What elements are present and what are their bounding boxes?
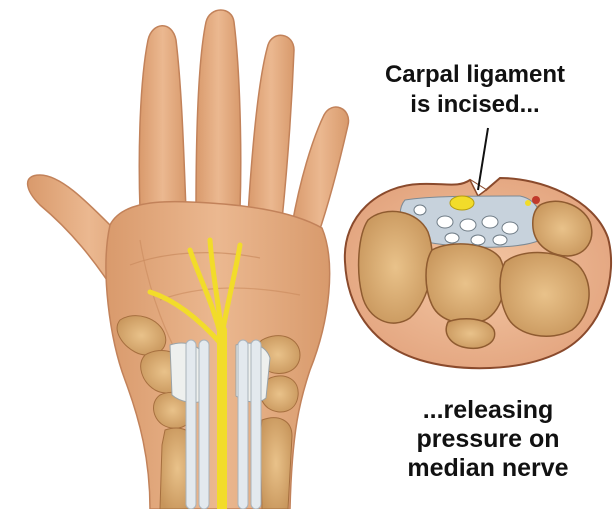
release-caption-line-3: median nerve — [368, 454, 608, 483]
little-finger — [292, 107, 349, 235]
section-bone — [426, 244, 505, 324]
section-vessel — [525, 200, 531, 206]
wrist-cross-section — [345, 178, 611, 368]
section-tendon — [493, 235, 507, 245]
middle-finger — [196, 10, 241, 210]
section-tendon — [460, 219, 476, 231]
ligament-caption-line-2: is incised... — [350, 90, 600, 120]
section-tendon — [414, 205, 426, 215]
index-finger — [139, 26, 186, 210]
section-tendon — [482, 216, 498, 228]
release-caption-line-2: pressure on — [368, 425, 608, 454]
section-vessel — [532, 196, 540, 204]
ligament-caption-line-1: Carpal ligament — [350, 60, 600, 90]
tendon — [238, 340, 248, 509]
section-tendon — [437, 216, 453, 228]
ring-finger — [248, 35, 294, 220]
section-tendon — [502, 222, 518, 234]
section-bone — [500, 253, 589, 337]
ulna-bone — [260, 418, 292, 509]
tendon — [251, 340, 261, 509]
caption-pointer-line — [478, 128, 488, 190]
ligament-caption: Carpal ligament is incised... — [350, 60, 600, 120]
release-caption-line-1: ...releasing — [368, 396, 608, 425]
release-caption: ...releasing pressure on median nerve — [368, 396, 608, 483]
tendon — [199, 340, 209, 509]
section-tendon — [471, 235, 485, 245]
section-tendon — [445, 233, 459, 243]
section-median-nerve — [450, 196, 474, 210]
tendon — [186, 340, 196, 509]
